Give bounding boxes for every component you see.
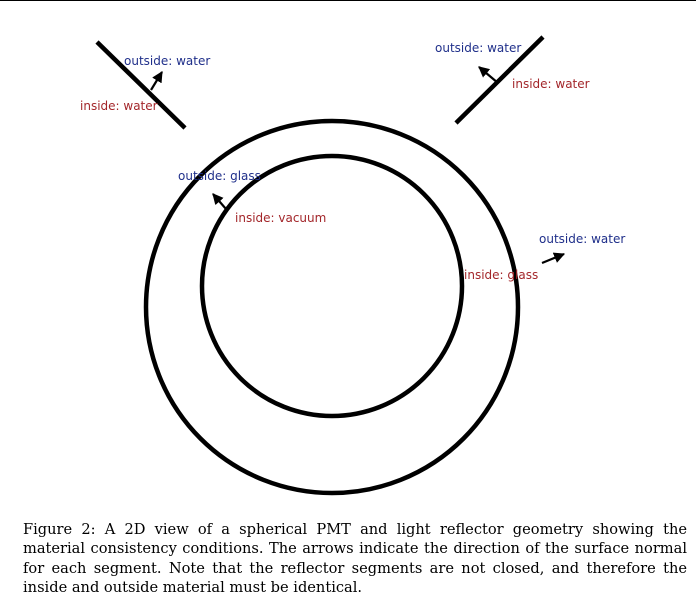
normal-arrow-outer-sphere bbox=[541, 252, 566, 265]
reflector-segment-right bbox=[454, 35, 545, 125]
normal-arrow-right-reflector bbox=[478, 66, 499, 84]
topleft-inside-label: inside: water bbox=[80, 99, 158, 113]
topright-outside-label: outside: water bbox=[435, 41, 521, 55]
outer-sphere bbox=[143, 118, 521, 496]
figure-caption: Figure 2: A 2D view of a spherical PMT a… bbox=[23, 521, 687, 597]
outer-inside-label: inside: glass bbox=[464, 268, 538, 282]
topright-inside-label: inside: water bbox=[512, 77, 590, 91]
normal-arrow-inner-sphere bbox=[212, 193, 227, 210]
top-rule bbox=[0, 0, 696, 1]
inner-outside-label: outside: glass bbox=[178, 169, 261, 183]
normal-arrow-left-reflector bbox=[150, 71, 163, 91]
topleft-outside-label: outside: water bbox=[124, 54, 210, 68]
reflector-segment-left bbox=[95, 40, 187, 130]
inner-sphere bbox=[199, 153, 465, 419]
inner-inside-label: inside: vacuum bbox=[235, 211, 326, 225]
pmt-geometry-diagram: outside: water inside: water outside: wa… bbox=[80, 35, 625, 496]
outer-outside-label: outside: water bbox=[539, 232, 625, 246]
